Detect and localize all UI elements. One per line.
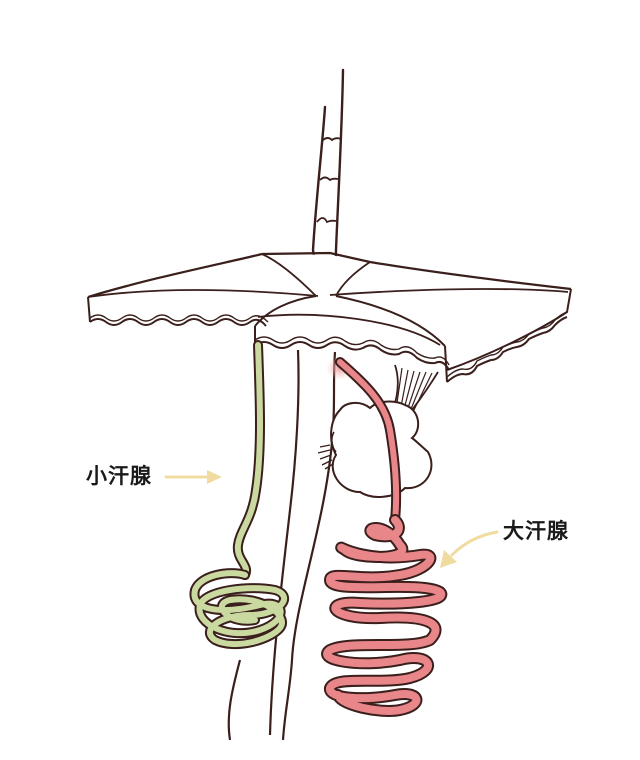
skin-surface xyxy=(87,251,572,383)
small-sweat-gland-label: 小汗腺 xyxy=(86,464,152,488)
large-sweat-gland-coil xyxy=(321,514,448,717)
small-sweat-gland xyxy=(189,340,289,649)
small-gland-arrow xyxy=(164,470,222,484)
large-sweat-gland xyxy=(321,356,448,717)
small-sweat-gland-coil xyxy=(189,568,289,649)
large-gland-arrow xyxy=(440,530,499,568)
sebaceous-gland xyxy=(317,400,433,498)
hair-follicle xyxy=(227,349,337,741)
large-sweat-gland-label: 大汗腺 xyxy=(503,519,569,543)
